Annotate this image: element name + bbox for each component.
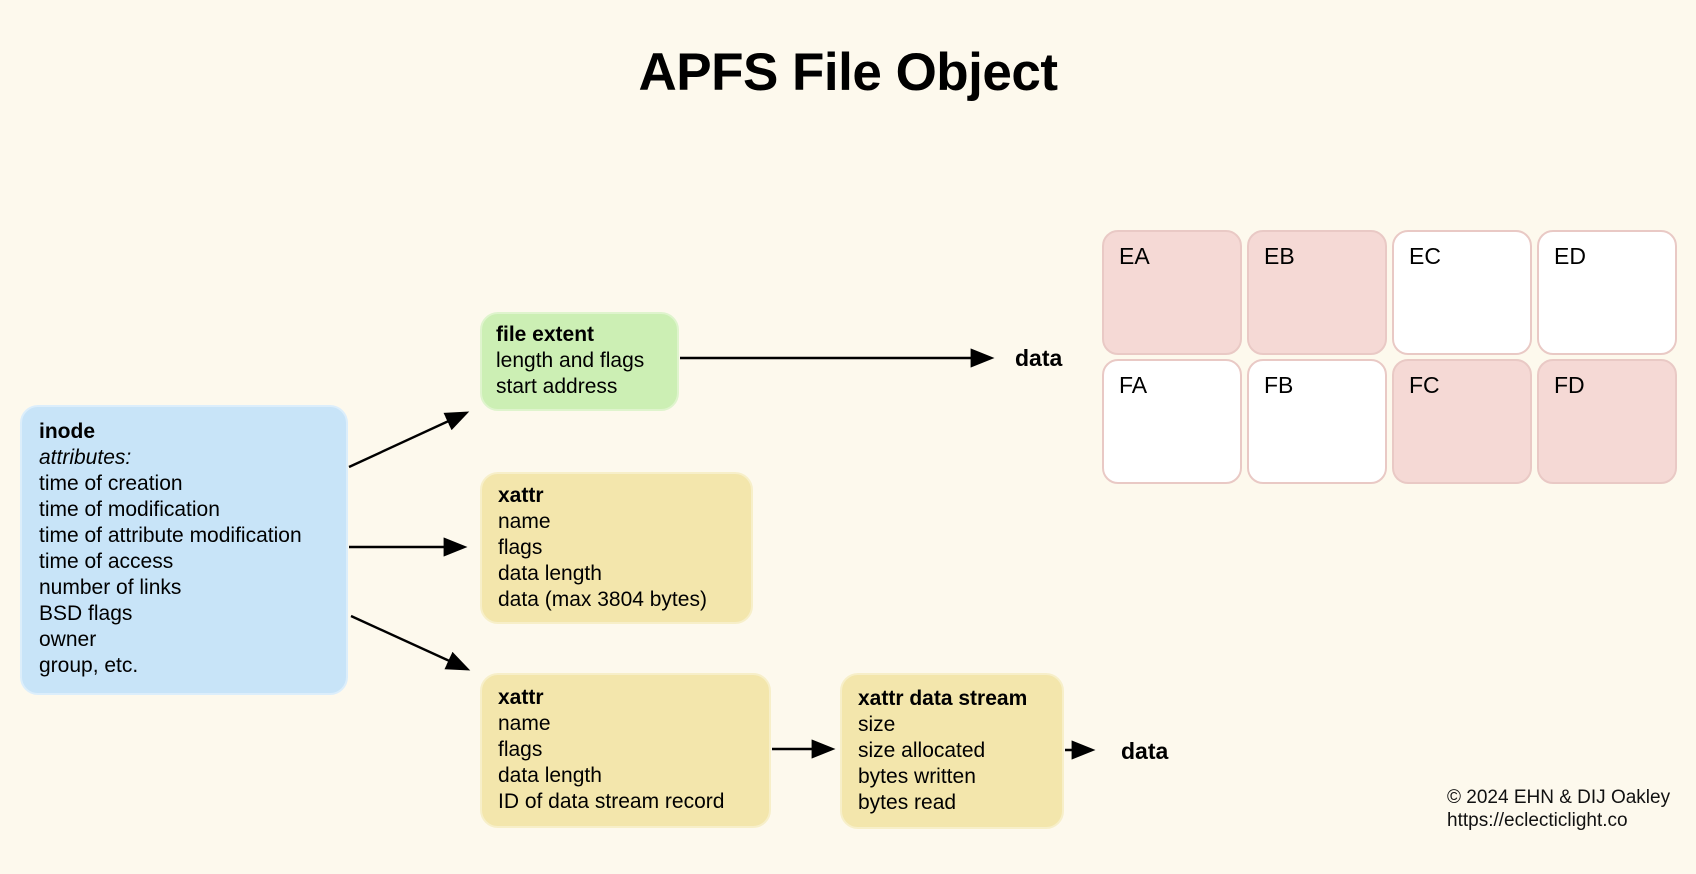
xattr-ref-box: xattr name flags data length ID of data str… <box>480 673 771 828</box>
block-cell-label: FD <box>1554 372 1585 398</box>
block-cell-eb: EB <box>1247 230 1387 355</box>
block-cell-label: EA <box>1119 243 1150 269</box>
storage-blocks-grid: EA EB EC ED FA FB FC FD <box>1102 230 1677 484</box>
box-line: bytes read <box>858 791 957 814</box>
box-line: flags <box>498 536 543 559</box>
block-cell-fc: FC <box>1392 359 1532 484</box>
file-extent-box-lines: length and flags start address <box>496 348 665 400</box>
box-line: bytes written <box>858 765 976 788</box>
copyright-line: © 2024 EHN & DIJ Oakley <box>1447 787 1671 808</box>
page-title: APFS File Object <box>638 43 1058 102</box>
box-line: time of attribute modification <box>39 524 302 547</box>
block-cell-label: EC <box>1409 243 1441 269</box>
block-cell-label: ED <box>1554 243 1586 269</box>
box-line: ID of data stream record <box>498 790 725 813</box>
data-label-extent: data <box>1015 345 1063 371</box>
box-line: size allocated <box>858 739 986 762</box>
copyright-note: © 2024 EHN & DIJ Oakley https://eclectic… <box>1447 786 1670 832</box>
xattr-ref-box-title: xattr <box>498 686 544 709</box>
block-cell-label: FC <box>1409 372 1440 398</box>
inode-box-title: inode <box>39 420 95 443</box>
box-line: name <box>498 712 551 735</box>
box-line: data (max 3804 bytes) <box>498 588 707 611</box>
arrow-inode-to-xattr-ref <box>350 614 471 671</box>
block-cell-ed: ED <box>1537 230 1677 355</box>
block-cell-label: FB <box>1264 372 1294 398</box>
xattr-data-stream-box-lines: size size allocated bytes written bytes rea… <box>858 712 1052 816</box>
box-line: flags <box>498 738 543 761</box>
xattr-inline-box: xattr name flags data length data (max 3804… <box>480 472 753 624</box>
box-line: number of links <box>39 576 182 599</box>
block-cell-fd: FD <box>1537 359 1677 484</box>
website-url: https://eclecticlight.co <box>1447 810 1628 831</box>
file-extent-box: file extent length and flags start addres… <box>480 312 679 411</box>
xattr-ref-box-lines: name flags data length ID of data stream re… <box>498 711 757 815</box>
box-line: time of creation <box>39 472 183 495</box>
inode-box-lines: time of creation time of modification time… <box>39 471 332 679</box>
block-cell-ea: EA <box>1102 230 1242 355</box>
xattr-inline-box-title: xattr <box>498 484 544 507</box>
box-line: name <box>498 510 551 533</box>
box-line: start address <box>496 375 618 398</box>
block-cell-label: EB <box>1264 243 1295 269</box>
block-cell-ec: EC <box>1392 230 1532 355</box>
box-line: group, etc. <box>39 654 139 677</box>
box-line: size <box>858 713 896 736</box>
box-line: BSD flags <box>39 602 133 625</box>
arrow-inode-to-file-extent <box>348 411 470 469</box>
block-cell-label: FA <box>1119 372 1148 398</box>
inode-box-subtitle: attributes: <box>39 446 132 469</box>
xattr-inline-box-lines: name flags data length data (max 3804 bytes… <box>498 509 739 613</box>
xattr-data-stream-box: xattr data stream size size allocated byte… <box>840 673 1064 829</box>
box-line: time of access <box>39 550 174 573</box>
block-cell-fb: FB <box>1247 359 1387 484</box>
box-line: length and flags <box>496 349 645 372</box>
box-line: data length <box>498 764 602 787</box>
data-label-stream: data <box>1121 738 1169 764</box>
box-line: time of modification <box>39 498 220 521</box>
box-line: owner <box>39 628 97 651</box>
xattr-data-stream-box-title: xattr data stream <box>858 687 1028 710</box>
file-extent-box-title: file extent <box>496 323 595 346</box>
block-cell-fa: FA <box>1102 359 1242 484</box>
box-line: data length <box>498 562 602 585</box>
